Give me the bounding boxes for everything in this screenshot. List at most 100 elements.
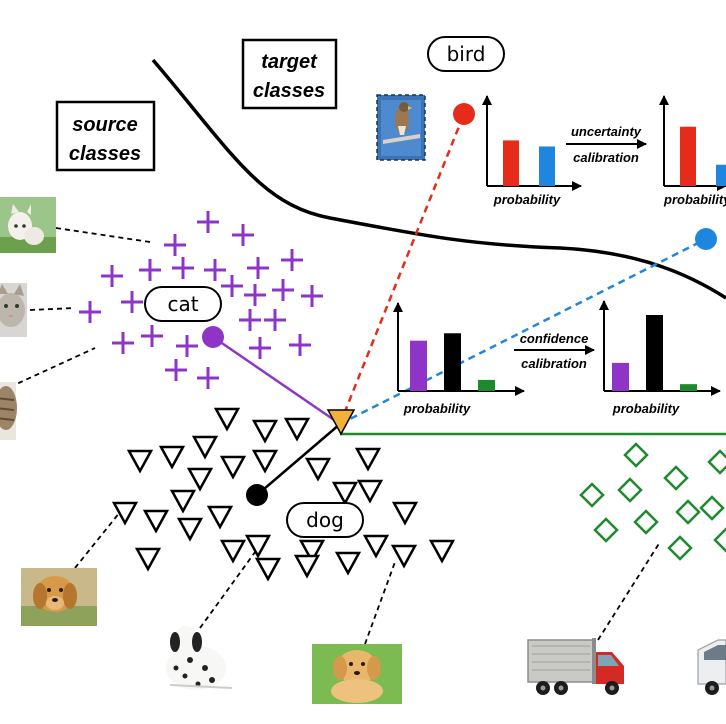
top-bar-chart-before: probability [482, 95, 582, 207]
bird-pill: bird [427, 36, 505, 72]
truck-sample-marker [617, 477, 643, 503]
bird-prototype-dot [453, 103, 475, 125]
dalmatian-photo-icon [166, 626, 233, 690]
dog-sample-marker [391, 501, 419, 526]
uncertainty-calibration-label: calibration [573, 150, 639, 165]
blue-prototype-dot [695, 228, 717, 250]
chart-bar [716, 164, 726, 186]
dog-pill: dog [286, 502, 364, 538]
target-classes-label-2: classes [253, 80, 325, 102]
white-truck-photo-icon [697, 639, 726, 695]
dog-prototype-dot [246, 484, 268, 506]
bird-label: bird [447, 42, 486, 66]
uncertainty-label: uncertainty [571, 124, 642, 139]
mid-bar-chart-after: probability [599, 300, 721, 416]
dog-sample-marker [191, 435, 219, 460]
chart-bar [410, 340, 427, 391]
dog-sample-marker [298, 539, 326, 564]
dog-sample-marker [219, 539, 247, 564]
dog-sample-marker [111, 501, 139, 526]
cat-sample-marker [112, 332, 134, 354]
target-classes-label-1: target [261, 51, 318, 73]
dog-sample-marker [390, 544, 418, 569]
puppy-photo-icon [312, 644, 402, 704]
confidence-calibration-arrow: confidence calibration [514, 331, 595, 371]
cat-sample-marker [244, 284, 266, 306]
chart-x-axis-label: probability [403, 401, 471, 416]
cat-sample-marker [164, 234, 186, 256]
truck-sample-marker [713, 527, 726, 553]
query-to-bird-line [338, 113, 466, 425]
dog-sample-marker [254, 557, 282, 582]
confidence-label: confidence [520, 331, 589, 346]
cat-sample-marker [79, 301, 101, 323]
truck-class-cluster [579, 442, 726, 561]
dog-sample-marker [428, 539, 456, 564]
truck-sample-marker [623, 442, 649, 468]
dog-sample-marker [334, 551, 362, 576]
cat-sample-marker [197, 367, 219, 389]
dog-sample-marker [251, 419, 279, 444]
chart-bar [478, 379, 495, 391]
chart-x-axis-label: probability [663, 192, 726, 207]
query-to-dog-line [256, 423, 341, 496]
cat-sample-marker [239, 309, 261, 331]
cat-pill: cat [144, 286, 222, 322]
dog-label: dog [306, 508, 344, 532]
chart-bar [444, 333, 461, 391]
dog-sample-marker [304, 457, 332, 482]
dog-sample-marker [331, 481, 359, 506]
tabby-cat-photo-icon [0, 382, 17, 440]
cat-sample-marker [197, 211, 219, 233]
cat-sample-marker [264, 309, 286, 331]
confidence-calibration-label: calibration [521, 356, 587, 371]
dog-sample-marker [176, 517, 204, 542]
cat-sample-marker [172, 257, 194, 279]
chart-bar [503, 140, 519, 186]
truck-sample-marker [675, 499, 701, 525]
truck-sample-marker [633, 509, 659, 535]
cat-class-cluster [79, 211, 323, 389]
chart-bar [680, 126, 696, 186]
chart-bar [646, 315, 663, 391]
cat-sample-marker [101, 265, 123, 287]
dog-sample-marker [219, 455, 247, 480]
dog-sample-marker [362, 534, 390, 559]
cat-sample-marker [301, 285, 323, 307]
truck-sample-marker [707, 449, 726, 475]
dog-sample-marker [244, 534, 272, 559]
dog-sample-marker [283, 417, 311, 442]
cat-sample-marker [141, 325, 163, 347]
kitten-photo-icon [0, 197, 56, 253]
truck-sample-marker [579, 482, 605, 508]
kitten-face-photo-icon [0, 283, 27, 337]
red-truck-photo-icon [527, 638, 624, 695]
hawk-photo-icon [376, 94, 426, 161]
dog-sample-marker [126, 449, 154, 474]
dog-sample-marker [169, 489, 197, 514]
source-classes-box: source classes [55, 100, 156, 172]
dog-sample-marker [251, 449, 279, 474]
dog-sample-marker [186, 467, 214, 492]
cat-sample-marker [247, 257, 269, 279]
cat-sample-marker [281, 249, 303, 271]
photo-connectors [9, 227, 661, 645]
dog-sample-marker [142, 509, 170, 534]
dog-class-cluster [111, 407, 456, 582]
query-sample-triangle [326, 409, 356, 436]
cat-sample-marker [289, 334, 311, 356]
dog-sample-marker [293, 554, 321, 579]
target-classes-box: target classes [241, 38, 338, 110]
source-classes-label-1: source [72, 114, 138, 136]
decision-boundary [151, 58, 726, 300]
cat-label: cat [167, 292, 198, 316]
cat-prototype-dot [202, 326, 224, 348]
chart-bar [680, 384, 697, 391]
top-bar-chart-after: probability [659, 95, 726, 207]
mid-bar-chart-before: probability [393, 302, 525, 416]
cat-sample-marker [139, 259, 161, 281]
truck-sample-marker [593, 517, 619, 543]
dog-sample-marker [134, 547, 162, 572]
truck-sample-marker [667, 535, 693, 561]
